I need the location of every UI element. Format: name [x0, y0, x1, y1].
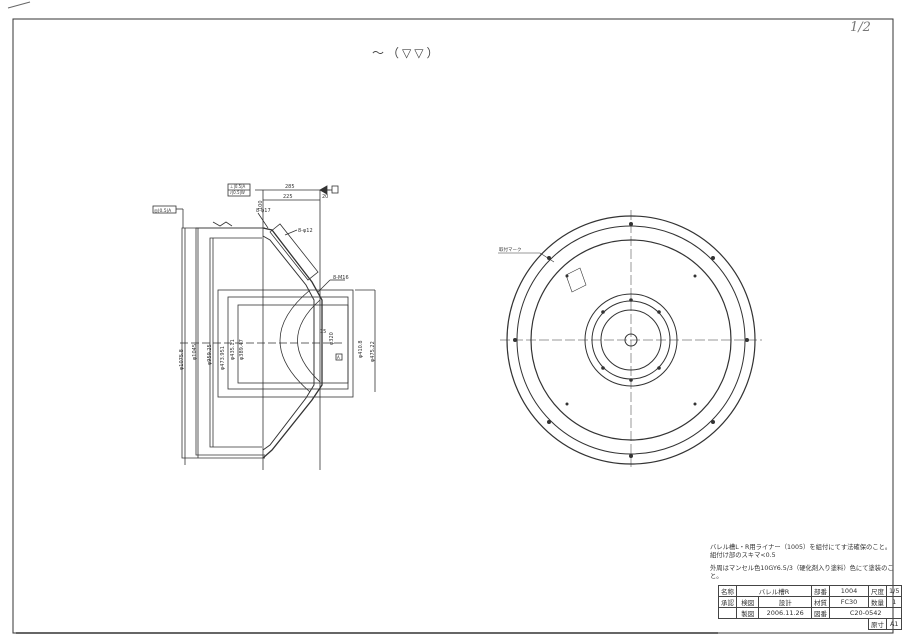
- tolerance-frame-0: ◎|0.5|A: [154, 208, 172, 214]
- dim-285: 285: [285, 184, 295, 190]
- scale-label: 尺度: [868, 585, 887, 597]
- dim-phi473: φ473.951: [220, 346, 226, 370]
- dim-phi389: φ389.47: [239, 339, 245, 360]
- datum-a: A: [337, 355, 340, 360]
- dim-phi475: φ475.22: [370, 341, 376, 362]
- tolerance-frame-2: ⫽|0.5|W: [229, 190, 245, 195]
- dim-8-phi17: 8-φ17: [256, 208, 271, 214]
- mounting-mark-label: 取付マーク: [499, 246, 522, 253]
- drawing-no: C20-0542: [828, 607, 903, 619]
- dim-8-phi12: 8-φ12: [298, 228, 313, 234]
- sheet-border: [12, 18, 894, 634]
- dim-100: 100: [258, 200, 264, 210]
- part-no-label: 部番: [811, 585, 830, 597]
- scan-mark: [7, 1, 31, 9]
- dim-phi410: φ410.8: [358, 340, 364, 358]
- note-2: 外周はマンセル色10GY6.5/3（硬化剤入り塗料）色にて塗装のこと。: [710, 565, 894, 580]
- dim-phi1075: φ1075.8: [179, 349, 185, 370]
- scale: 1/5: [885, 585, 903, 597]
- check-label: 検図: [735, 596, 760, 608]
- plan-view: [498, 210, 762, 470]
- part-no: 1004: [829, 585, 869, 597]
- page-number: 1/2: [850, 20, 871, 35]
- material: FC30: [829, 596, 869, 608]
- dim-15: 15: [320, 329, 326, 335]
- drawing-no-label: 図番: [811, 607, 830, 619]
- drawing-notes: バレル槽L・R用ライナー（1005）を組付にてす法確保のこと。組付け部のスキマ<…: [710, 544, 895, 586]
- drawn-label: 製図: [735, 607, 760, 619]
- title-block: 名称 バレル槽R 部番 1004 尺度 1/5 承認 検図 設計 材質 FC30…: [718, 585, 903, 630]
- material-label: 材質: [811, 596, 830, 608]
- dim-phi959: φ959.25: [207, 344, 213, 365]
- dim-phi435: φ435.11: [230, 339, 236, 360]
- qty-label: 数量: [868, 596, 887, 608]
- date: 2006.11.26: [758, 607, 812, 619]
- approve-label: 承認: [718, 596, 737, 608]
- dim-phi320: φ320: [329, 332, 335, 345]
- dim-225: 225: [283, 194, 293, 200]
- part-name: バレル槽R: [736, 585, 812, 597]
- design-label: 設計: [758, 596, 812, 608]
- dim-phi1045: φ1045: [192, 344, 198, 360]
- section-dimension-labels: 285 225 20 8-φ17 8-φ12 8-M16 ⊥|0.5|A ⫽|0…: [154, 184, 376, 370]
- surface-finish-mark: 〜（▽▽）: [372, 46, 442, 60]
- dim-20: 20: [322, 194, 328, 200]
- size-label: 原寸: [868, 618, 887, 630]
- qty: 1: [885, 596, 903, 608]
- name-label: 名称: [718, 585, 737, 597]
- size: A1: [885, 618, 903, 630]
- dim-8-m16: 8-M16: [333, 275, 349, 281]
- note-1: バレル槽L・R用ライナー（1005）を組付にてす法確保のこと。組付け部のスキマ<…: [710, 544, 892, 559]
- tolerance-frame-1: ⊥|0.5|A: [230, 184, 246, 189]
- section-view: [152, 183, 376, 470]
